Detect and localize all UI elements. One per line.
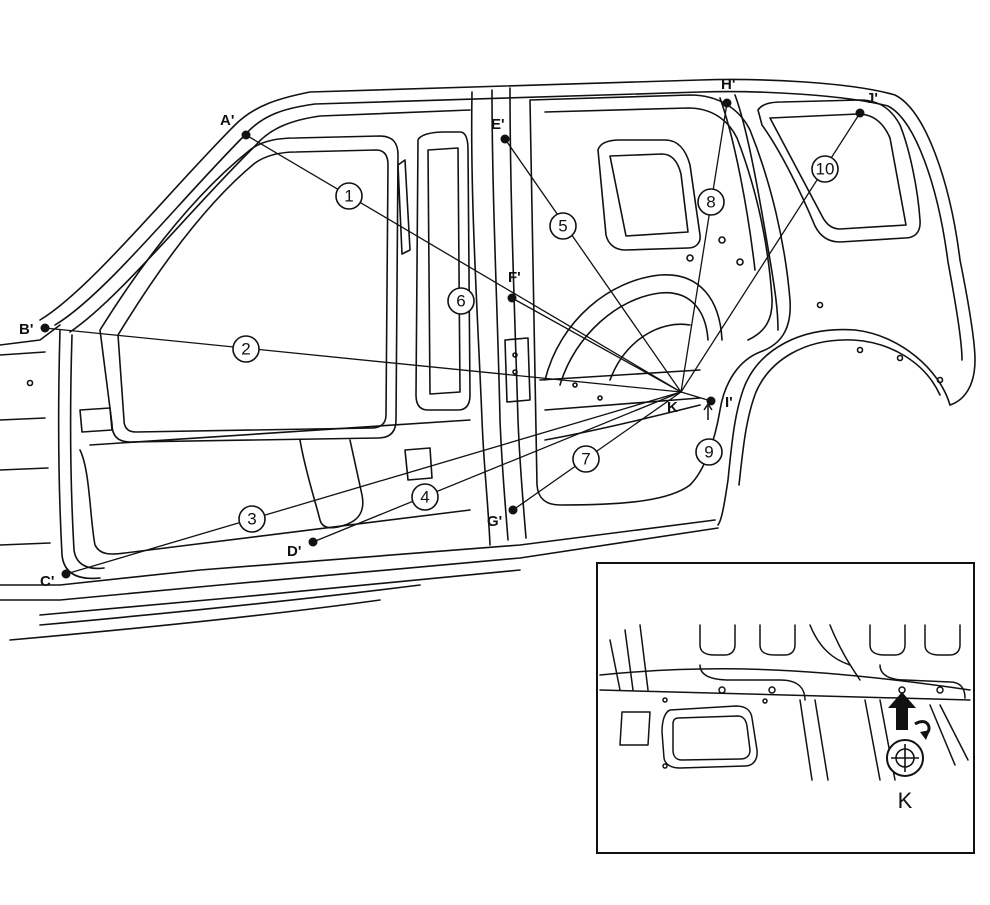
point-label: H': [721, 76, 735, 93]
reference-point-g: G': [487, 505, 518, 530]
point-dot: [241, 130, 251, 140]
callout-circle: [238, 505, 266, 533]
reference-point-b: B': [19, 321, 50, 338]
measurement-line-10: [680, 112, 861, 393]
callout-10: 10: [811, 155, 839, 183]
reference-point-h: H': [721, 76, 735, 108]
callout-5: 5: [549, 212, 577, 240]
reference-point-c: C': [40, 569, 71, 590]
reference-points: A' B' C' D' E' F' G' H' I' J' K: [19, 76, 878, 590]
point-i-arrow-icon: [703, 402, 713, 420]
point-label: E': [491, 116, 505, 133]
callout-circle: [549, 212, 577, 240]
target-k-icon: [886, 739, 924, 777]
detail-inset-k: K: [596, 562, 975, 854]
point-dot: [722, 98, 732, 108]
callout-circle: [572, 445, 600, 473]
measurement-line-9: [680, 391, 712, 402]
reference-point-i: I': [706, 394, 733, 411]
reference-point-j: J': [855, 90, 878, 118]
point-dot: [500, 134, 510, 144]
measurement-line-8: [680, 102, 728, 393]
measurement-line-3: [65, 391, 682, 575]
callout-circle: [232, 335, 260, 363]
point-label: F': [508, 269, 521, 286]
point-dot: [508, 505, 518, 515]
callout-circle: [335, 182, 363, 210]
detail-frame: [596, 562, 975, 854]
reference-point-a: A': [220, 112, 251, 140]
callout-number: 2: [241, 340, 250, 359]
measurement-lines: [44, 102, 861, 575]
callout-6: 6: [447, 287, 475, 315]
reference-point-d: D': [287, 537, 318, 560]
callout-1: 1: [335, 182, 363, 210]
point-label: J': [866, 90, 878, 107]
callout-number: 9: [704, 443, 713, 462]
point-label: C': [40, 573, 54, 590]
measurement-line-1: [245, 134, 682, 393]
callout-number: 1: [344, 187, 353, 206]
callout-4: 4: [411, 483, 439, 511]
detail-floor-art: [599, 624, 971, 781]
point-dot: [507, 293, 517, 303]
callout-circle: [447, 287, 475, 315]
callout-9: 9: [695, 438, 723, 466]
callout-7: 7: [572, 445, 600, 473]
point-dot: [855, 108, 865, 118]
point-label: K: [667, 399, 678, 416]
point-label: B': [19, 321, 33, 338]
vehicle-body-outline: [0, 78, 976, 641]
detail-arrow-up-icon: [888, 692, 916, 730]
measurement-line-6: [511, 297, 682, 393]
callout-number: 10: [816, 160, 835, 179]
detail-k-label: K: [898, 788, 913, 813]
point-dot: [40, 323, 50, 333]
measurement-line-2: [44, 327, 682, 393]
reference-point-f: F': [507, 269, 521, 303]
measurement-line-4: [312, 391, 682, 543]
callout-circle: [695, 438, 723, 466]
callout-8: 8: [697, 188, 725, 216]
point-label: A': [220, 112, 234, 129]
callout-number: 3: [247, 510, 256, 529]
point-label: D': [287, 543, 301, 560]
callout-circle: [811, 155, 839, 183]
measurement-callouts: 1 2 3 4 5 6 7 8 9 10: [232, 155, 839, 533]
callout-number: 8: [706, 193, 715, 212]
callout-circle: [697, 188, 725, 216]
point-dot: [706, 396, 716, 406]
reference-point-e: E': [491, 116, 510, 144]
callout-3: 3: [238, 505, 266, 533]
point-label: G': [487, 513, 502, 530]
point-dot: [61, 569, 71, 579]
rotate-arrowhead-icon: [920, 730, 930, 740]
callout-number: 6: [456, 292, 465, 311]
measurement-line-5: [504, 138, 682, 393]
point-label: I': [725, 394, 733, 411]
callout-circle: [411, 483, 439, 511]
callout-number: 5: [558, 217, 567, 236]
point-dot: [308, 537, 318, 547]
callout-number: 4: [420, 488, 429, 507]
callout-number: 7: [581, 450, 590, 469]
callout-2: 2: [232, 335, 260, 363]
reference-point-k: K: [667, 399, 678, 416]
